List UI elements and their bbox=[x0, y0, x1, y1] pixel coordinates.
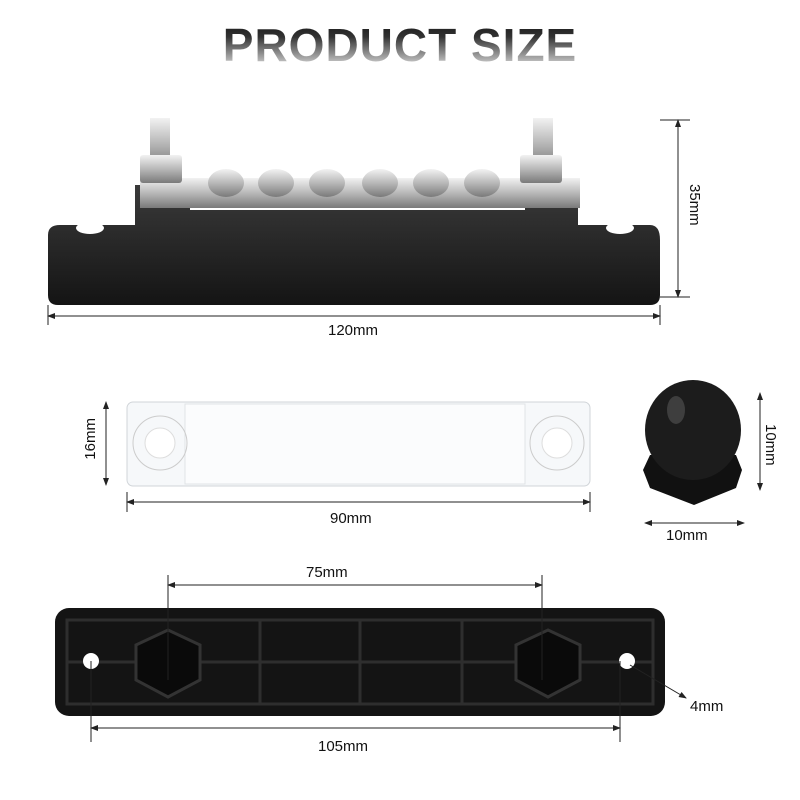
width-label-90: 90mm bbox=[330, 510, 372, 527]
busbar-side-view bbox=[47, 118, 690, 325]
mount-spacing-label: 105mm bbox=[318, 738, 369, 755]
width-label-cap-10: 10mm bbox=[666, 527, 708, 544]
height-label-35: 35mm bbox=[686, 184, 703, 226]
height-label-16: 16mm bbox=[82, 418, 99, 460]
width-label-120: 120mm bbox=[328, 322, 379, 339]
clear-cover-view bbox=[103, 401, 591, 512]
hole-diameter-label: 4mm bbox=[690, 698, 724, 715]
cap-nut-view bbox=[643, 380, 763, 526]
page-title: PRODUCT SIZE bbox=[0, 18, 800, 72]
stud-spacing-label: 75mm bbox=[306, 564, 348, 581]
base-bottom-view bbox=[55, 575, 687, 742]
height-label-cap-10: 10mm bbox=[762, 424, 779, 466]
